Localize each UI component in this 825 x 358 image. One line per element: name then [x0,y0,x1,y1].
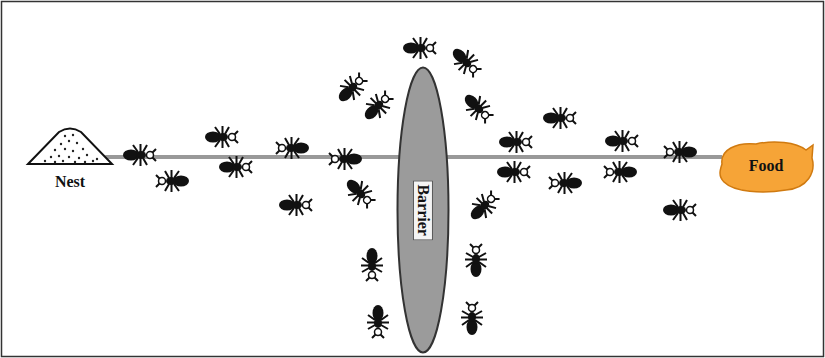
ant [464,187,503,226]
ant [461,302,483,335]
ant [446,42,485,81]
soil-dot [44,160,46,162]
ant [604,161,637,183]
ant [276,137,309,159]
ant [332,69,371,108]
nest-mound: Nest [25,122,115,194]
soil-dot [78,157,80,159]
food-shape [720,142,813,192]
ant [279,194,312,216]
food-blob: Food [716,138,816,194]
ant [499,131,532,153]
barrier-ellipse: Barrier [396,66,450,354]
soil-dot [84,161,86,163]
soil-dot [58,155,60,157]
soil-dot [68,156,70,158]
ant [329,148,362,170]
ant [123,144,156,166]
soil-dot [64,135,66,137]
soil-dot [92,160,94,162]
nest-label: Nest [55,173,85,191]
barrier-label: Barrier [413,180,433,240]
ant [361,248,383,281]
soil-dot [62,160,64,162]
barrier-ellipse-shape [398,68,449,353]
soil-dot [54,161,56,163]
ant [664,141,697,163]
ant [403,37,436,59]
soil-dot [54,149,56,151]
ant [543,107,576,129]
soil-dot [72,134,74,136]
ant [605,130,638,152]
soil-dot [82,148,84,150]
soil-dot [96,158,98,160]
soil-dot [74,161,76,163]
soil-dot [50,156,52,158]
mound-outline [28,129,112,165]
ant [358,87,397,126]
ant [465,244,487,277]
food-label: Food [749,157,784,175]
ant [497,161,530,183]
ant [340,173,379,212]
soil-dot [76,142,78,144]
soil-dot [72,150,74,152]
ant [219,156,252,178]
ant [156,170,189,192]
soil-dot [68,140,70,142]
ant [205,126,238,148]
ant [367,305,389,338]
ant [549,172,582,194]
soil-dot [86,154,88,156]
ant [663,199,696,221]
soil-dot [64,148,66,150]
ant [458,88,497,127]
soil-dot [60,143,62,145]
